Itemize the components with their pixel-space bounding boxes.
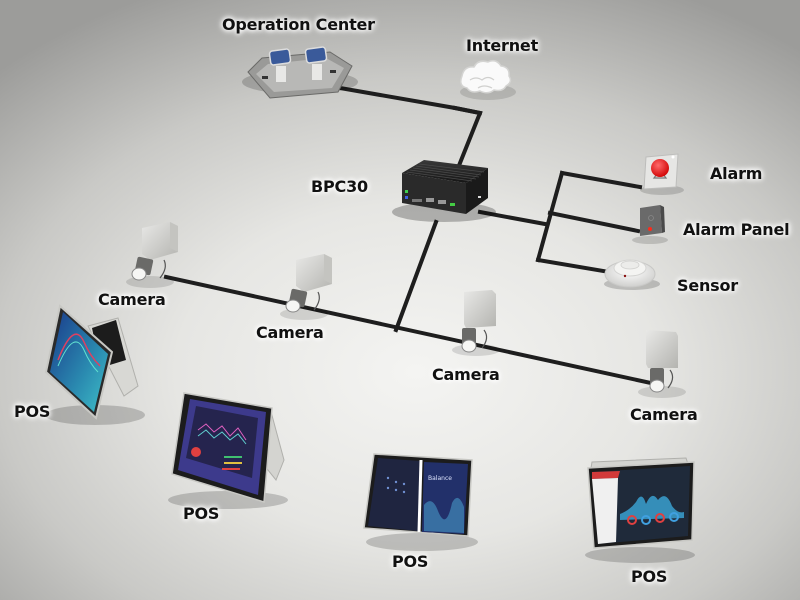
label-pos-3: POS <box>392 552 429 571</box>
label-camera-3: Camera <box>432 365 500 384</box>
wires <box>163 85 663 388</box>
label-alarm: Alarm <box>710 164 763 183</box>
pos-4-terminal-icon[interactable] <box>585 457 695 563</box>
cloud-icon[interactable] <box>460 59 516 100</box>
label-bpc30: BPC30 <box>311 177 368 196</box>
label-operation-center: Operation Center <box>222 15 375 34</box>
wire-io-trunk <box>535 170 565 263</box>
wire-io-bus <box>477 209 548 227</box>
wire-operation-center <box>337 85 483 171</box>
label-pos-4: POS <box>631 567 668 586</box>
wire-camera-drop <box>393 219 439 333</box>
label-camera-1: Camera <box>98 290 166 309</box>
pos-3-terminal-icon[interactable]: Balance <box>363 453 478 551</box>
label-alarm-panel: Alarm Panel <box>683 220 790 239</box>
pos-3-balance-title: Balance <box>428 475 452 482</box>
bpc30-device-icon[interactable] <box>392 160 496 222</box>
pos-1-terminal-icon[interactable] <box>44 304 145 425</box>
label-camera-4: Camera <box>630 405 698 424</box>
label-pos-1: POS <box>14 402 51 421</box>
wire-camera-bus <box>163 274 663 388</box>
pos-2-terminal-icon[interactable] <box>168 392 288 509</box>
operation-center-icon[interactable] <box>242 46 358 99</box>
wire-alarm <box>559 170 643 190</box>
camera-4-icon[interactable] <box>638 330 686 398</box>
wire-sensor <box>535 257 618 276</box>
label-pos-2: POS <box>183 504 220 523</box>
sensor-icon[interactable] <box>604 259 660 290</box>
alarm-panel-icon[interactable] <box>632 205 668 244</box>
camera-3-icon[interactable] <box>452 290 500 356</box>
alarm-button-icon[interactable] <box>640 153 684 195</box>
label-internet: Internet <box>466 36 539 55</box>
label-sensor: Sensor <box>677 276 738 295</box>
wire-internet <box>452 105 483 116</box>
camera-1-icon[interactable] <box>126 222 178 288</box>
wire-alarm-panel <box>547 210 641 234</box>
label-camera-2: Camera <box>256 323 324 342</box>
camera-2-icon[interactable] <box>280 254 332 320</box>
